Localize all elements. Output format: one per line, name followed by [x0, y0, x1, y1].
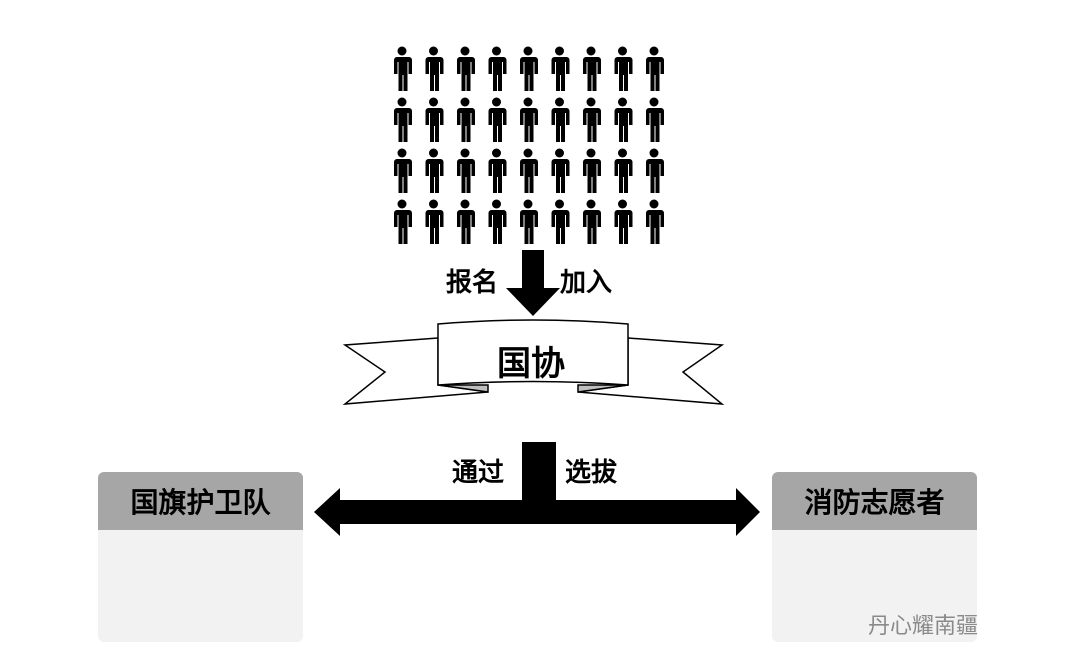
person-icon — [488, 97, 507, 142]
fire-volunteer-title: 消防志愿者 — [772, 472, 977, 530]
join-left-label: 报名 — [446, 268, 499, 298]
person-icon — [457, 199, 475, 244]
person-icon — [551, 97, 570, 142]
person-icon — [646, 46, 664, 91]
person-icon — [520, 97, 538, 142]
honor-guard-box: 国旗护卫队 — [98, 472, 303, 642]
applicant-crowd — [394, 46, 664, 244]
split-arrow — [314, 442, 760, 536]
person-icon — [551, 199, 570, 244]
watermark: 丹心耀南疆 — [868, 614, 979, 639]
person-icon — [425, 97, 444, 142]
person-icon — [646, 97, 664, 142]
person-icon — [646, 199, 664, 244]
person-icon — [583, 97, 601, 142]
join-down-arrow — [506, 250, 560, 316]
join-right-label: 加入 — [560, 268, 613, 298]
person-icon — [551, 148, 570, 193]
person-icon — [520, 199, 538, 244]
person-icon — [551, 46, 570, 91]
person-icon — [394, 199, 412, 244]
person-icon — [614, 199, 633, 244]
person-icon — [457, 148, 475, 193]
person-icon — [394, 148, 412, 193]
split-left-label: 通过 — [452, 458, 505, 488]
fire-volunteer-box: 消防志愿者 — [772, 472, 977, 642]
person-icon — [457, 46, 475, 91]
person-icon — [425, 199, 444, 244]
person-icon — [394, 46, 412, 91]
person-icon — [583, 199, 601, 244]
person-icon — [614, 97, 633, 142]
honor-guard-title: 国旗护卫队 — [98, 472, 303, 530]
person-icon — [425, 46, 444, 91]
person-icon — [583, 46, 601, 91]
person-icon — [646, 148, 664, 193]
person-icon — [614, 46, 633, 91]
split-right-label: 选拔 — [565, 458, 618, 488]
person-icon — [488, 46, 507, 91]
person-icon — [488, 199, 507, 244]
person-icon — [583, 148, 601, 193]
ribbon-banner — [342, 319, 725, 405]
person-icon — [425, 148, 444, 193]
banner-label: 国协 — [497, 344, 565, 384]
person-icon — [394, 97, 412, 142]
person-icon — [520, 46, 538, 91]
person-icon — [520, 148, 538, 193]
person-icon — [488, 148, 507, 193]
person-icon — [457, 97, 475, 142]
person-icon — [614, 148, 633, 193]
